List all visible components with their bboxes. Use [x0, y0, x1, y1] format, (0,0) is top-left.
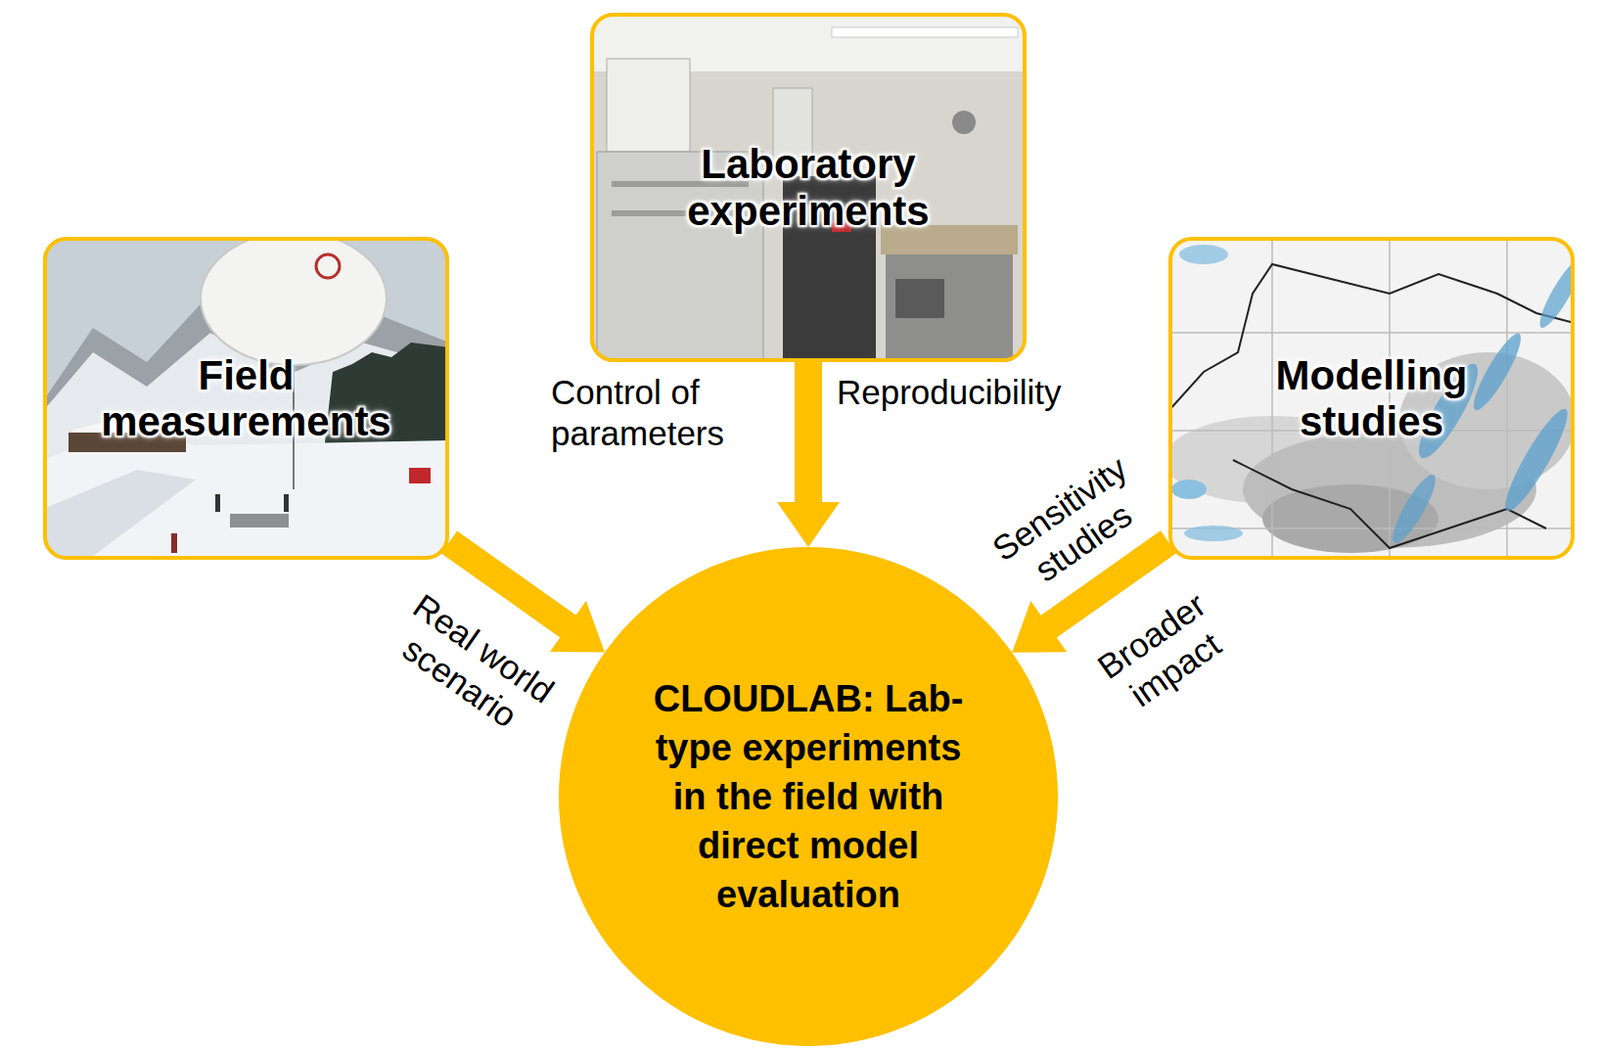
box-title: Modelling studies	[1205, 352, 1539, 445]
box-title: Laboratory experiments	[641, 140, 975, 233]
arrow-annotation: Broader impact	[1075, 574, 1251, 732]
arrow-annotation: Control of parameters	[550, 371, 786, 455]
arrow-connector	[441, 531, 605, 653]
arrow-connector	[1011, 530, 1177, 653]
arrow-connector	[777, 362, 840, 548]
arrow-annotation: Reproducibility	[836, 371, 1062, 413]
box-title: Field measurements	[80, 352, 413, 445]
photo-box: Field measurements	[43, 236, 450, 560]
circle-text: CLOUDLAB: Lab-type experiments in the fi…	[641, 674, 975, 920]
laboratory-photo	[590, 12, 1027, 363]
photo-box: Laboratory experiments	[590, 12, 1027, 363]
field-photo	[43, 236, 450, 560]
photo-box: Modelling studies	[1168, 236, 1575, 560]
arrow-annotation: Sensitivity studies	[963, 432, 1180, 618]
model-map	[1168, 236, 1575, 560]
arrow-annotation: Real world scenario	[367, 575, 576, 756]
central-circle: CLOUDLAB: Lab-type experiments in the fi…	[558, 547, 1058, 1047]
